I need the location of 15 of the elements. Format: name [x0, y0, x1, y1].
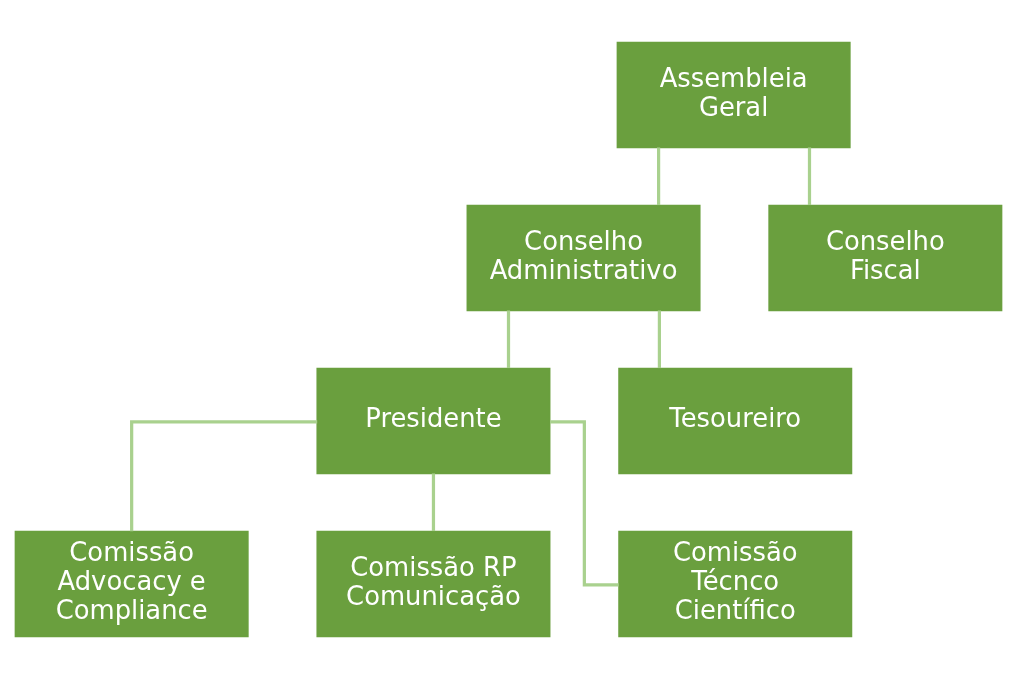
connector	[549, 419, 619, 586]
connector	[657, 309, 661, 368]
connector	[506, 309, 510, 368]
node-box: Comissão Advocacy e Compliance	[14, 530, 249, 637]
node-box: Comissão RP Comunicação	[315, 530, 550, 637]
connector	[431, 472, 435, 531]
node-box: Tesoureiro	[617, 367, 852, 474]
connector	[807, 146, 811, 205]
node-box: Presidente	[315, 367, 550, 474]
node-box: Conselho Administrativo	[466, 204, 701, 311]
node-box: Assembleia Geral	[616, 41, 851, 148]
connector	[129, 419, 317, 531]
node-box: Conselho Fiscal	[767, 204, 1002, 311]
node-box: Comissão Técnco Científico	[617, 530, 852, 637]
connector	[656, 146, 660, 205]
